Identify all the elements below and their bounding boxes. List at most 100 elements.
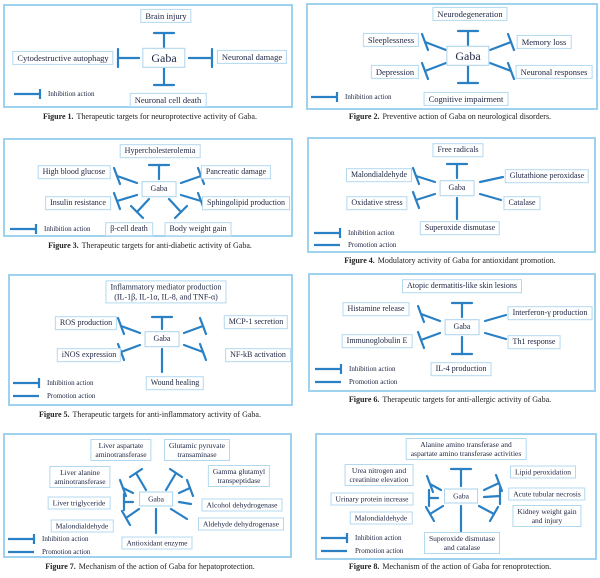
figure4-panel: Free radicals Malondialdehyde Glutathion… (307, 137, 596, 253)
f1-inhibition-right (187, 47, 214, 69)
figure4-caption-number: Figure 4. (344, 256, 375, 265)
promotion-symbol-icon (8, 550, 34, 554)
f3-inhibition-top (147, 163, 171, 181)
f7-tr-line2: transaminase (177, 450, 217, 459)
f4-legend-inhibition-label: Inhibition action (348, 229, 395, 237)
f2-node-sleeplessness: Sleeplessness (362, 32, 420, 48)
f7-legend-promotion-label: Promotion action (42, 548, 91, 556)
figure8-connectors (424, 467, 504, 533)
f2-node-neurodegeneration: Neurodegeneration (432, 6, 508, 22)
f7-inhibition-upper-left (118, 478, 135, 498)
f3-node-beta-cell-death: β-cell death (105, 222, 153, 236)
f5-inhibition-top (150, 315, 174, 331)
f3-legend-inhibition-label: Inhibition action (44, 225, 91, 233)
f2-legend-inhibition-label: Inhibition action (345, 93, 392, 101)
f7-tl-line1: Liver aspartate (98, 441, 144, 450)
figure8-caption-number: Figure 8. (348, 562, 380, 571)
f8-node-urinary-protein-increase: Urinary protein increase (330, 492, 414, 506)
figure7-caption-number: Figure 7. (45, 562, 76, 571)
f8-inhibition-mid-right (482, 486, 502, 506)
f4-legend-inhibition: Inhibition action (313, 227, 394, 239)
f8-top-line2: aspartate amino transferase activities (410, 449, 522, 458)
f4-node-superoxide-dismutase: Superoxide dismutase (419, 221, 501, 235)
figure1-caption: Figure 1.Therapeutic targets for neuropr… (0, 112, 300, 121)
f1-legend-inhibition: Inhibition action (13, 88, 94, 100)
f5-node-mcp1-secretion: MCP-1 secretion (223, 315, 289, 329)
f5-inhibition-upper-right (182, 316, 208, 336)
f8-legend-inhibition: Inhibition action (320, 532, 401, 544)
figure4-connectors (411, 162, 505, 221)
f8-inhibition-mid-left (427, 488, 440, 508)
f8-inhibition-upper-left (425, 474, 443, 494)
figure6-panel: Atopic dermatitis-like skin lesions Hist… (308, 273, 596, 392)
f1-inhibition-bottom (152, 66, 176, 87)
f8-legend-promotion-label: Promotion action (355, 547, 404, 555)
inhibition-symbol-icon (10, 224, 38, 234)
f7-tl-line2: aminotransferase (95, 450, 147, 459)
f8-inhibition-top (449, 467, 473, 488)
f2-gaba-node: Gaba (446, 45, 490, 67)
figure8-caption-text: Mechanism of the action of Gaba for reno… (382, 562, 552, 571)
f4-node-glutathione-peroxidase: Glutathione peroxidase (504, 169, 590, 183)
f8-lr-line1: Kidney weight gain (517, 507, 577, 516)
figure7-caption-text: Mechanism of the action of Gaba for hepa… (78, 562, 255, 571)
f2-node-depression: Depression (370, 64, 420, 80)
f6-promotion-lower-right (483, 331, 508, 341)
figure3-caption-number: Figure 3. (48, 241, 79, 250)
figure6-caption-text: Therapeutic targets for anti-allergic ac… (382, 395, 552, 404)
figure2-caption: Figure 2.Preventive action of Gaba on ne… (300, 112, 600, 121)
f5-node-nfkb-activation: NF-kB activation (225, 348, 291, 362)
f6-inhibition-top (450, 301, 474, 319)
figure4-caption: Figure 4.Modulatory activity of Gaba for… (300, 256, 600, 265)
f3-inhibition-bottom-left (129, 197, 151, 220)
f6-legend-promotion: Promotion action (314, 376, 397, 388)
figure6-connectors (416, 301, 508, 356)
f4-node-catalase: Catalase (503, 196, 541, 210)
f3-inhibition-mid-left (112, 191, 139, 211)
f8-bottom-line2: and catalase (443, 543, 481, 552)
f7-promotion-lower-right (169, 507, 189, 521)
figure5-panel: Inflammatory mediator production(IL-1β, … (8, 274, 293, 406)
f3-node-high-blood-glucose: High blood glucose (37, 165, 111, 179)
f6-legend-promotion-label: Promotion action (349, 378, 398, 386)
f2-inhibition-lower-left (420, 61, 448, 81)
f5-top-line1: Inflammatory mediator production (110, 282, 222, 292)
f7-inhibition-lower-left (120, 507, 141, 527)
f5-node-inos-expression: iNOS expression (56, 348, 122, 362)
figure2-caption-number: Figure 2. (348, 112, 380, 121)
f6-legend-inhibition-label: Inhibition action (349, 365, 396, 373)
inhibition-symbol-icon (8, 534, 36, 544)
f2-node-neuronal-responses: Neuronal responses (515, 64, 593, 80)
f7-legend-inhibition-label: Inhibition action (42, 535, 89, 543)
promotion-symbol-icon (314, 243, 340, 247)
f2-inhibition-upper-left (420, 32, 448, 52)
figure3-caption-text: Therapeutic targets for anti-diabetic ac… (81, 241, 252, 250)
f1-node-neuronal-cell-death: Neuronal cell death (129, 92, 207, 108)
f5-inhibition-upper-left (116, 316, 142, 336)
figure1-caption-number: Figure 1. (43, 112, 74, 121)
f8-node-malondialdehyde: Malondialdehyde (349, 511, 413, 525)
f8-lr-line2: and injury (531, 516, 563, 525)
f7-inhibition-upper-right (177, 478, 195, 498)
f4-node-oxidative-stress: Oxidative stress (346, 196, 408, 210)
f5-legend-inhibition-label: Inhibition action (47, 379, 94, 387)
f7-node-malondialdehyde: Malondialdehyde (50, 519, 114, 533)
f7-node-aldehyde-dehydrogenase: Aldehyde dehydrogenase (197, 517, 285, 531)
figure1-connectors (116, 31, 214, 87)
f8-legend-inhibition-label: Inhibition action (355, 534, 402, 542)
f1-inhibition-left (116, 47, 141, 69)
f2-node-memory-loss: Memory loss (516, 34, 572, 50)
figure7-caption: Figure 7.Mechanism of the action of Gaba… (0, 562, 300, 571)
f4-promotion-lower-right (478, 192, 503, 202)
inhibition-symbol-icon (321, 533, 349, 543)
f3-node-pancreatic-damage: Pancreatic damage (200, 165, 272, 179)
f3-node-hypercholesterolemia: Hypercholesterolemia (119, 144, 201, 158)
f8-top-line1: Alanine amino transferase and (420, 440, 512, 449)
f8-gaba-node: Gaba (444, 488, 478, 504)
f6-node-il4-production: IL-4 production (430, 362, 492, 376)
